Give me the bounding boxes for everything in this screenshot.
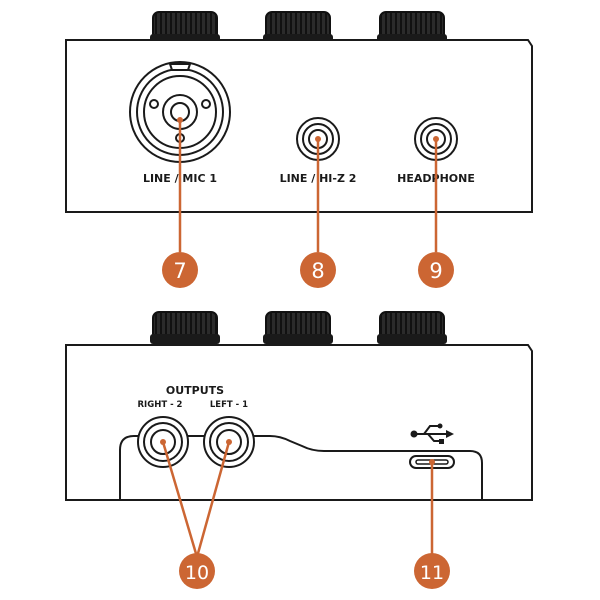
leader-line — [195, 441, 231, 558]
output-right-label: RIGHT - 2 — [138, 400, 183, 410]
xlr-combo-jack — [129, 61, 231, 163]
callout-9: 9 — [418, 252, 454, 288]
callout-number: 10 — [185, 562, 209, 584]
leader-line — [161, 441, 199, 558]
knob — [263, 311, 333, 344]
output-left-label: LEFT - 1 — [210, 400, 248, 410]
callout-number: 8 — [311, 259, 324, 283]
knob — [150, 311, 220, 344]
callout-8: 8 — [300, 252, 336, 288]
bottom-device: OUTPUTS RIGHT - 2 LEFT - 1 — [65, 311, 533, 589]
callout-number: 11 — [420, 562, 444, 584]
device-body — [65, 344, 533, 501]
top-device: LINE / MIC 1 LINE / HI-Z 2 HEADPHONE 7 — [65, 11, 533, 288]
callout-number: 9 — [429, 259, 442, 283]
headphone-jack — [414, 117, 458, 161]
usb-icon — [410, 423, 454, 444]
outputs-heading: OUTPUTS — [166, 384, 224, 397]
callout-11: 11 — [414, 553, 450, 589]
knob — [377, 311, 447, 344]
rear-panel-recess — [119, 435, 483, 500]
callout-7: 7 — [162, 252, 198, 288]
callout-number: 7 — [173, 259, 186, 283]
callout-10: 10 — [179, 553, 215, 589]
